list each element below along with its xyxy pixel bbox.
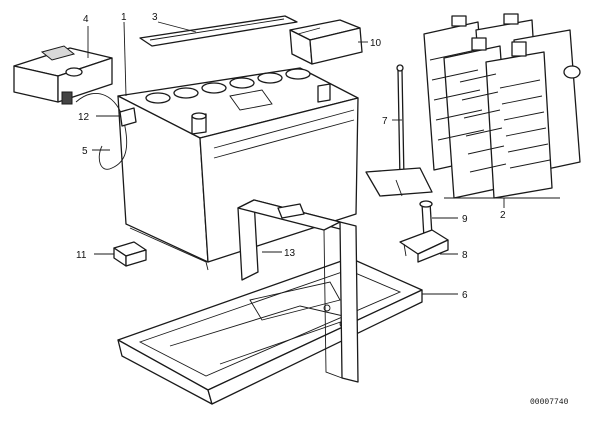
part-12-elbow-fitting	[119, 107, 137, 127]
callout-4: 4	[83, 14, 89, 25]
callout-3: 3	[152, 12, 158, 23]
callout-1: 1	[121, 12, 127, 23]
callout-10: 10	[370, 38, 382, 49]
callout-9: 9	[462, 214, 468, 225]
leader-lines	[87, 21, 560, 295]
callout-11: 11	[76, 250, 87, 261]
part-8-clamp-bracket	[399, 229, 449, 263]
callout-7: 7	[382, 116, 388, 127]
callout-5: 5	[82, 146, 88, 157]
part-4-terminal-cover	[13, 45, 113, 105]
part-2-fluid-bottles	[423, 13, 581, 199]
callout-8: 8	[462, 250, 468, 261]
part-10-vent-cap	[289, 19, 363, 65]
part-3-cover-strip	[139, 15, 298, 47]
part-7-hold-down-rod	[365, 64, 433, 197]
document-id: 00007740	[530, 398, 569, 407]
part-5-vent-hose	[75, 92, 128, 170]
callout-12: 12	[78, 112, 90, 123]
callout-13: 13	[284, 248, 296, 259]
part-13-hold-down-frame	[237, 199, 359, 383]
part-1-battery	[117, 67, 359, 271]
part-11-rubber-block	[113, 241, 147, 267]
callout-2: 2	[500, 210, 506, 221]
callout-6: 6	[462, 290, 468, 301]
part-6-battery-tray	[117, 257, 423, 405]
